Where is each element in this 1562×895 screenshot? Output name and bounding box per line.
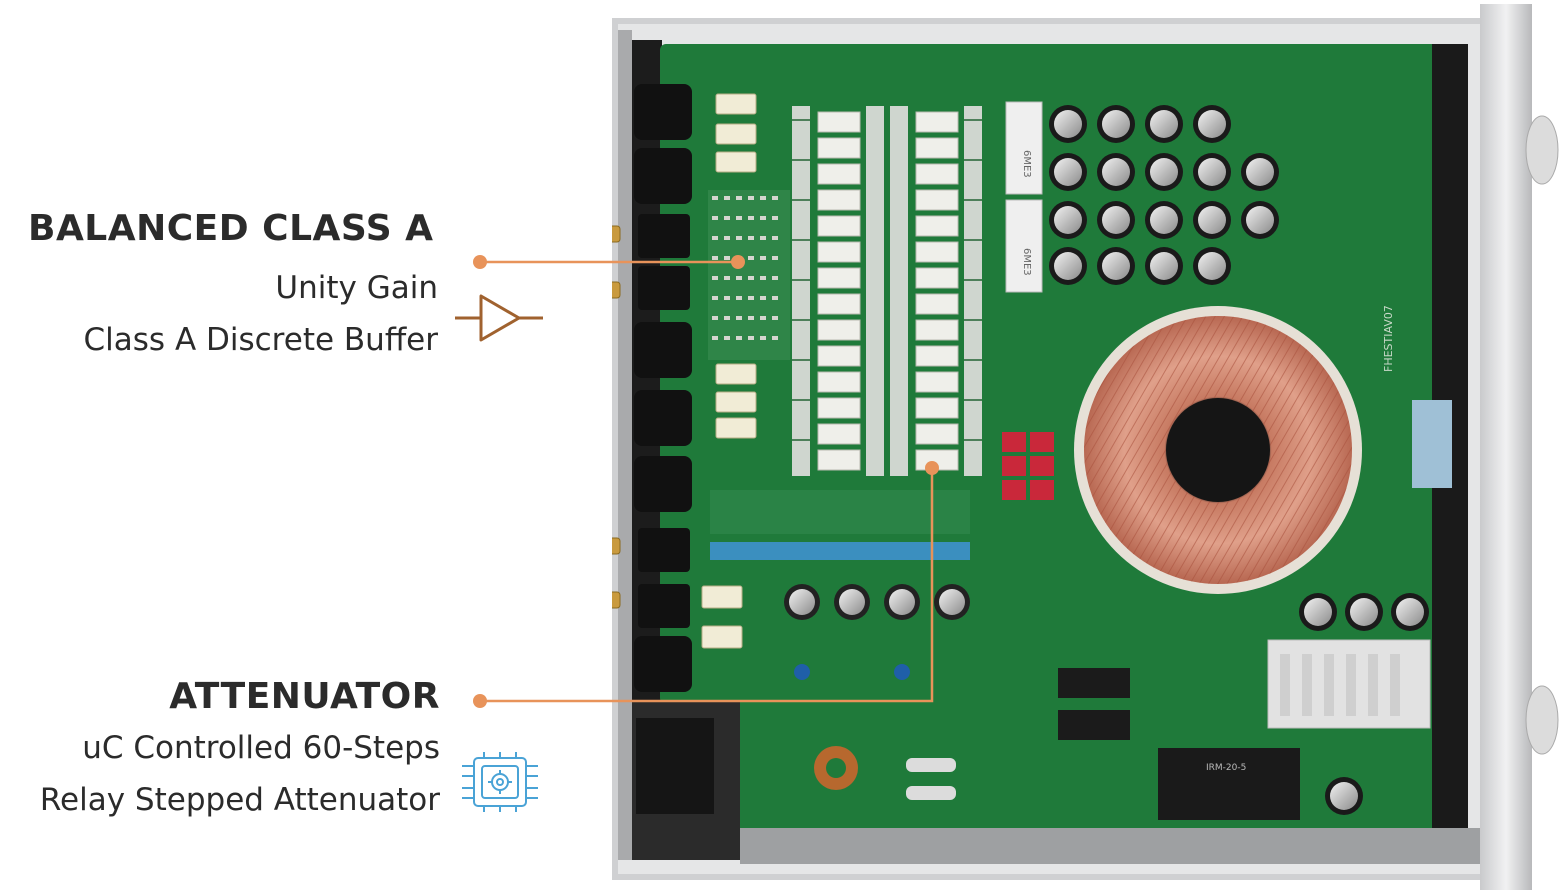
callout-line-relay-attenuator: Relay Stepped Attenuator [39, 782, 440, 818]
power-module-label: IRM-20-5 [1206, 763, 1246, 773]
callout-heading-attenuator: ATTENUATOR [169, 676, 440, 717]
amplifier-interior-photo: 6ME3 6ME3 [612, 4, 1559, 890]
callout-heading-balanced: BALANCED CLASS A [28, 208, 434, 249]
callout-line-discrete-buffer: Class A Discrete Buffer [83, 322, 438, 358]
callout-dot-balanced [473, 255, 487, 269]
pcb-model-label: FHESTIAV07 [1382, 305, 1395, 372]
callout-dot-attenuator [473, 694, 487, 708]
cap-label-a: 6ME3 [1021, 150, 1032, 178]
amplifier-buffer-icon [455, 294, 543, 342]
callout-line-uc-controlled: uC Controlled 60-Steps [82, 730, 440, 766]
relay-chip-icon [462, 752, 538, 812]
cap-label-b: 6ME3 [1021, 248, 1032, 276]
callout-line-unity-gain: Unity Gain [275, 270, 438, 306]
